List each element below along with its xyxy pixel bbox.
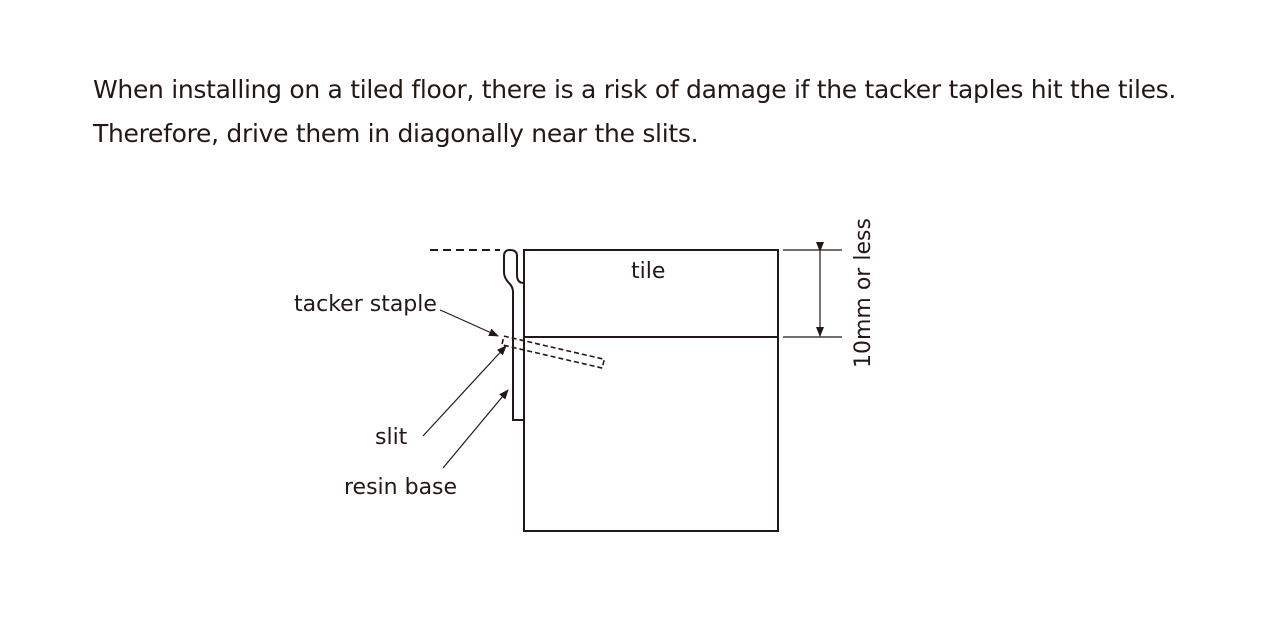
instruction-text: When installing on a tiled floor, there … [93,68,1176,156]
slit-leader [422,345,507,437]
slit-label: slit [375,425,408,450]
instruction-line-2: Therefore, drive them in diagonally near… [93,119,699,148]
resin-base-profile [503,248,525,421]
resin-base-leader [442,389,509,469]
tacker-staple-leader [439,309,499,337]
tacker-staple [500,335,606,370]
tacker-staple-label: tacker staple [294,292,437,317]
resin-base-label: resin base [344,475,457,500]
dimension-label: 10mm or less [851,218,876,368]
tile-label: tile [631,259,665,284]
floor-block [523,249,779,532]
instruction-line-1: When installing on a tiled floor, there … [93,75,1177,104]
